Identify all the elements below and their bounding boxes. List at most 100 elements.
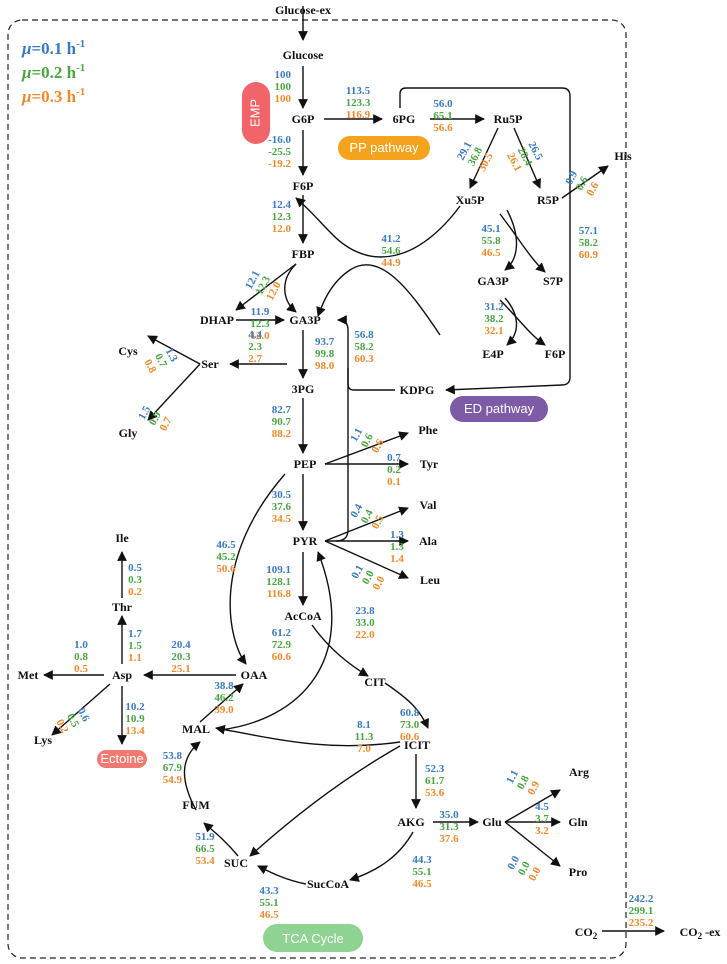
flux-value-1: 1.1: [504, 768, 521, 786]
svg-text:EMP: EMP: [247, 99, 262, 127]
flux-asp-met: 1.00.80.5: [74, 639, 88, 675]
flux-value-1: 43.3: [259, 885, 279, 897]
flux-value-3: 1.1: [128, 652, 142, 664]
oaa-label: OAA: [241, 668, 268, 682]
flux-value-2: 299.1: [629, 905, 654, 917]
flux-value-1: 0.7: [387, 452, 401, 464]
akg-label: AKG: [397, 815, 424, 829]
co2-ex-label: CO2 -ex: [680, 925, 721, 941]
flux-pep-phe: 1.10.60.6: [348, 426, 386, 455]
flux-value-2: 0.8: [74, 651, 88, 663]
flux-value-3: 22.0: [355, 629, 375, 641]
flux-suc-fum: 51.966.553.4: [195, 831, 215, 867]
asp-label: Asp: [112, 668, 132, 682]
flux-value-3: 60.6: [272, 651, 292, 663]
flux-value-1: 0.6: [75, 706, 92, 724]
flux-value-2: 20.3: [171, 651, 191, 663]
flux-succoa-suc: 43.355.146.5: [259, 885, 279, 921]
flux-value-2: 37.6: [272, 501, 292, 513]
flux-ser-cys: 1.30.70.8: [142, 346, 180, 375]
flux-value-3: 0.9: [525, 779, 542, 797]
flux-pyr-ala: 1.31.31.4: [390, 529, 404, 565]
flux-value-2: 0.6: [574, 174, 591, 192]
flux-tk1: 41.254.644.9: [381, 233, 401, 269]
flux-value-3: 7.0: [357, 743, 371, 755]
flux-value-1: 20.4: [171, 639, 191, 651]
flux-value-3: 56.6: [433, 122, 453, 134]
flux-value-2: 0.0: [360, 568, 377, 586]
edges: [43, 6, 665, 936]
flux-value-3: 34.5: [272, 513, 292, 525]
flux-ga3p-3pg: 93.799.898.0: [315, 336, 335, 372]
flux-fbp-dhap: 12.112.312.0: [243, 269, 284, 303]
flux-value-2: 0.3: [128, 574, 142, 586]
flux-value-2: 73.0: [400, 719, 420, 731]
flux-value-2: 12.3: [272, 211, 292, 223]
flux-value-1: 8.1: [357, 719, 371, 731]
flux-value-2: 55.1: [259, 897, 278, 909]
flux-ru5p-r5p: 26.528.426.1: [504, 140, 545, 174]
met-label: Met: [18, 668, 39, 682]
flux-value-3: 46.5: [259, 909, 279, 921]
flux-value-3: 37.6: [439, 833, 459, 845]
flux-value-1: 100: [275, 69, 292, 81]
emp-pill: EMP: [242, 82, 270, 144]
kdpg-label: KDPG: [400, 383, 435, 397]
pyr-label: PYR: [293, 534, 318, 548]
legend-mu3: μ=0.3 h-1: [21, 86, 85, 106]
flux-value-3: 1.4: [390, 553, 404, 565]
co2-label: CO2: [575, 925, 598, 941]
flux-pep-oaa: 46.545.250.6: [216, 539, 236, 575]
flux-asp-ectoine: 10.210.913.4: [125, 701, 145, 737]
flux-value-2: -25.5: [268, 146, 291, 158]
flux-value-2: 123.3: [346, 97, 371, 109]
flux-g6p-f6p: -16.0-25.5-19.2: [268, 134, 291, 170]
legend-mu1: μ=0.1 h-1: [21, 38, 85, 58]
flux-value-2: 100: [275, 81, 292, 93]
flux-value-3: 116.9: [346, 109, 371, 121]
tyr-label: Tyr: [420, 457, 439, 471]
flux-glu-pro: 0.00.00.0: [505, 854, 543, 883]
flux-value-2: 55.1: [412, 866, 431, 878]
flux-value-2: 1.5: [128, 640, 142, 652]
flux-mal-pyr: 23.833.022.0: [355, 605, 375, 641]
flux-pg3-ser: 4.42.32.7: [248, 329, 262, 365]
flux-akg-succoa: 44.355.146.5: [412, 854, 432, 890]
flux-value-3: 100: [275, 93, 292, 105]
flux-value-3: 53.6: [425, 787, 445, 799]
flux-value-2: 66.5: [195, 843, 215, 855]
flux-value-3: 2.7: [248, 353, 262, 365]
flux-value-2: 0.0: [516, 859, 533, 877]
3pg-label: 3PG: [292, 382, 315, 396]
flux-value-2: 3.7: [535, 813, 549, 825]
flux-ser-gly: 1.50.90.7: [136, 404, 174, 433]
flux-pg3-pep: 82.790.788.2: [272, 404, 292, 440]
pro-label: Pro: [569, 865, 587, 879]
flux-value-2: 1.3: [390, 541, 404, 553]
flux-value-2: 31.3: [439, 821, 459, 833]
xu5p-label: Xu5P: [456, 193, 485, 207]
flux-value-2: 10.9: [125, 713, 145, 725]
flux-value-1: 4.5: [535, 801, 549, 813]
legend: μ=0.1 h-1 μ=0.2 h-1 μ=0.3 h-1: [21, 38, 85, 106]
flux-value-1: 0.5: [128, 562, 142, 574]
flux-value-2: 61.7: [425, 775, 445, 787]
flux-value-3: 39.0: [214, 704, 234, 716]
ga3p-label: GA3P: [289, 313, 320, 327]
flux-value-1: 10.2: [125, 701, 145, 713]
flux-value-2: 72.9: [272, 639, 292, 651]
flux-value-2: 11.3: [355, 731, 374, 743]
flux-r5p-his: 0.90.60.6: [563, 169, 601, 198]
flux-value-3: 50.6: [216, 563, 236, 575]
fum-label: FUM: [182, 798, 209, 812]
flux-value-1: 52.3: [425, 763, 445, 775]
thr-label: Thr: [112, 600, 133, 614]
6pg-label: 6PG: [393, 112, 416, 126]
flux-value-2: 45.2: [216, 551, 236, 563]
dhap-label: DHAP: [200, 313, 234, 327]
flux-value-1: 11.9: [251, 306, 270, 318]
